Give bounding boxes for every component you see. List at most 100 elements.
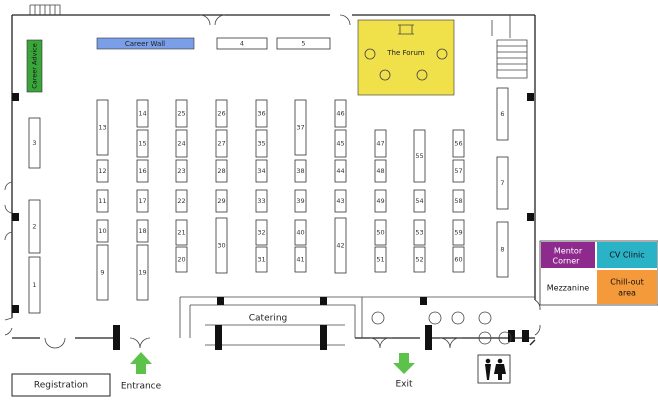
booth-26: 26	[215, 99, 228, 128]
booth-box	[255, 159, 268, 183]
booth-number: 28	[217, 167, 225, 175]
booth-number: 24	[177, 140, 185, 148]
booth-number: 48	[376, 167, 384, 175]
booth-box	[452, 159, 465, 183]
booth-48: 48	[374, 159, 387, 183]
booth-number: 10	[98, 227, 106, 235]
booth-box	[496, 87, 509, 141]
booth-box	[374, 159, 387, 183]
booth-number: 55	[415, 152, 423, 160]
booth-box	[175, 189, 188, 213]
booth-number: 58	[454, 197, 462, 205]
booth-number: 36	[257, 110, 265, 118]
booth-box	[96, 99, 109, 156]
booth-number: 15	[138, 140, 146, 148]
booth-6: 6	[496, 87, 509, 141]
booth-number: 3	[32, 139, 36, 147]
restroom-icon	[477, 354, 511, 384]
legend: Mentor Corner CV Clinic Mezzanine Chill-…	[539, 240, 658, 306]
booth-50: 50	[374, 219, 387, 246]
booth-box	[96, 189, 109, 213]
booth-number: 45	[336, 140, 344, 148]
booth-box	[294, 159, 307, 183]
booth-37: 37	[294, 99, 307, 156]
booth-box	[136, 99, 149, 128]
booth-box	[294, 189, 307, 213]
booth-box	[334, 159, 347, 183]
chill-out-label-line1: Chill-out	[610, 278, 643, 287]
booth-number: 34	[257, 167, 265, 175]
booth-59: 59	[452, 219, 465, 246]
booth-27: 27	[215, 129, 228, 158]
booth-number: 16	[138, 167, 146, 175]
booth-box	[255, 246, 268, 273]
booth-number: 49	[376, 197, 384, 205]
outer-walls	[4, 4, 541, 349]
booth-box	[276, 37, 331, 50]
booth-49: 49	[374, 189, 387, 213]
booth-box	[294, 246, 307, 273]
booth-number: 57	[454, 167, 462, 175]
booth-52: 52	[413, 246, 426, 273]
booth-11: 11	[96, 189, 109, 213]
booth-box	[334, 217, 347, 274]
booth-box	[175, 246, 188, 273]
cv-clinic-swatch	[597, 242, 657, 268]
mentor-corner-label-line2: Corner	[553, 257, 581, 266]
mentor-corner-label-line1: Mentor	[554, 247, 583, 256]
booth-box	[136, 244, 149, 301]
forum-box	[357, 19, 455, 96]
booth-56: 56	[452, 129, 465, 158]
booth-number: 43	[336, 197, 344, 205]
booth-box	[374, 189, 387, 213]
booth-box	[496, 156, 509, 210]
booth-box	[452, 246, 465, 273]
booth-number: 23	[177, 167, 185, 175]
booth-25: 25	[175, 99, 188, 128]
booth-number: 51	[376, 256, 384, 264]
mentor-corner-swatch	[541, 242, 595, 268]
booth-14: 14	[136, 99, 149, 128]
booth-36: 36	[255, 99, 268, 128]
booth-box	[136, 129, 149, 158]
booth-box	[374, 129, 387, 158]
exit-arrow-icon	[393, 353, 415, 374]
booth-number: 50	[376, 229, 384, 237]
booth-box	[255, 189, 268, 213]
booth-number: 6	[500, 110, 504, 118]
booth-box	[452, 219, 465, 246]
booth-box	[96, 219, 109, 243]
booth-number: 5	[301, 40, 305, 48]
booth-number: 54	[415, 197, 423, 205]
booth-number: 41	[296, 256, 304, 264]
booth-box	[255, 99, 268, 128]
booth-box	[96, 159, 109, 183]
booth-3: 3	[28, 117, 41, 169]
booth-box	[215, 129, 228, 158]
exit-label: Exit	[395, 380, 413, 390]
booth-box	[175, 219, 188, 246]
booth-10: 10	[96, 219, 109, 243]
career-advice-label: Career Advice	[31, 43, 39, 88]
booth-number: 13	[98, 124, 106, 132]
booth-number: 4	[240, 40, 244, 48]
booth-number: 22	[177, 197, 185, 205]
career-advice-area: Career Advice	[26, 39, 43, 93]
booth-43: 43	[334, 189, 347, 213]
booth-number: 59	[454, 229, 462, 237]
booth-number: 46	[336, 110, 344, 118]
booth-number: 17	[138, 197, 146, 205]
booth-12: 12	[96, 159, 109, 183]
booth-39: 39	[294, 189, 307, 213]
booth-box	[413, 129, 426, 183]
booth-number: 47	[376, 140, 384, 148]
booth-number: 9	[100, 269, 104, 277]
booth-45: 45	[334, 129, 347, 158]
booth-44: 44	[334, 159, 347, 183]
booth-number: 56	[454, 140, 462, 148]
booth-box	[215, 189, 228, 213]
booth-19: 19	[136, 244, 149, 301]
booth-number: 60	[454, 256, 462, 264]
